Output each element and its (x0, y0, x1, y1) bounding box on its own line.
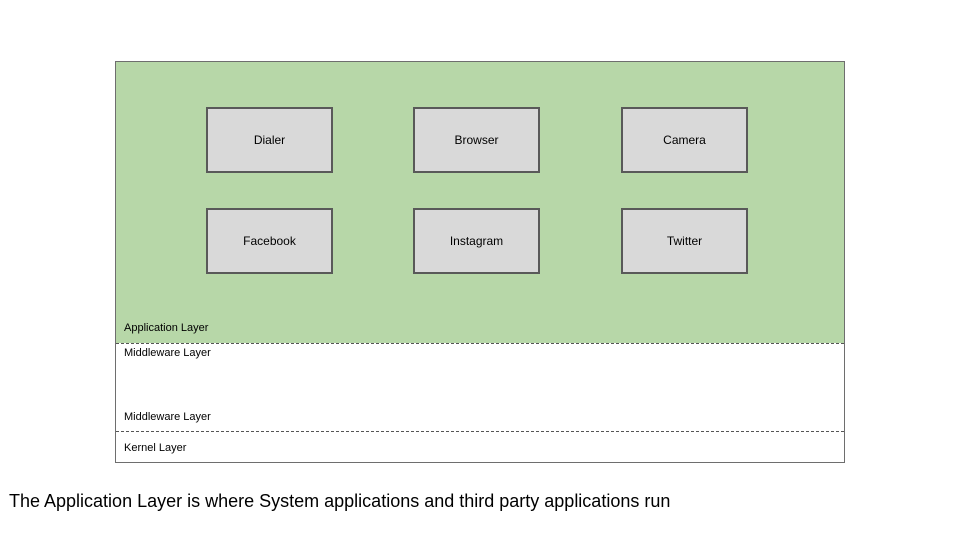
app-label-facebook: Facebook (243, 234, 296, 248)
slide-caption: The Application Layer is where System ap… (9, 491, 671, 511)
middleware-layer-top-label: Middleware Layer (124, 347, 211, 359)
application-layer-label: Application Layer (124, 322, 209, 334)
app-box-facebook: Facebook (206, 208, 333, 274)
app-label-camera: Camera (663, 133, 706, 147)
app-box-camera: Camera (621, 107, 748, 173)
middleware-kernel-divider (116, 431, 844, 432)
app-box-instagram: Instagram (413, 208, 540, 274)
app-box-browser: Browser (413, 107, 540, 173)
middleware-layer-bottom-label: Middleware Layer (124, 411, 211, 423)
app-label-dialer: Dialer (253, 133, 286, 147)
app-label-browser: Browser (454, 133, 499, 147)
kernel-layer-label: Kernel Layer (124, 442, 187, 454)
application-layer: Dialer Browser Camera Facebook Instagram… (116, 62, 844, 343)
app-label-instagram: Instagram (449, 234, 504, 248)
architecture-stack: Dialer Browser Camera Facebook Instagram… (115, 61, 845, 463)
application-middleware-divider (116, 343, 844, 344)
app-label-twitter: Twitter (666, 234, 703, 248)
app-box-dialer: Dialer (206, 107, 333, 173)
app-box-twitter: Twitter (621, 208, 748, 274)
